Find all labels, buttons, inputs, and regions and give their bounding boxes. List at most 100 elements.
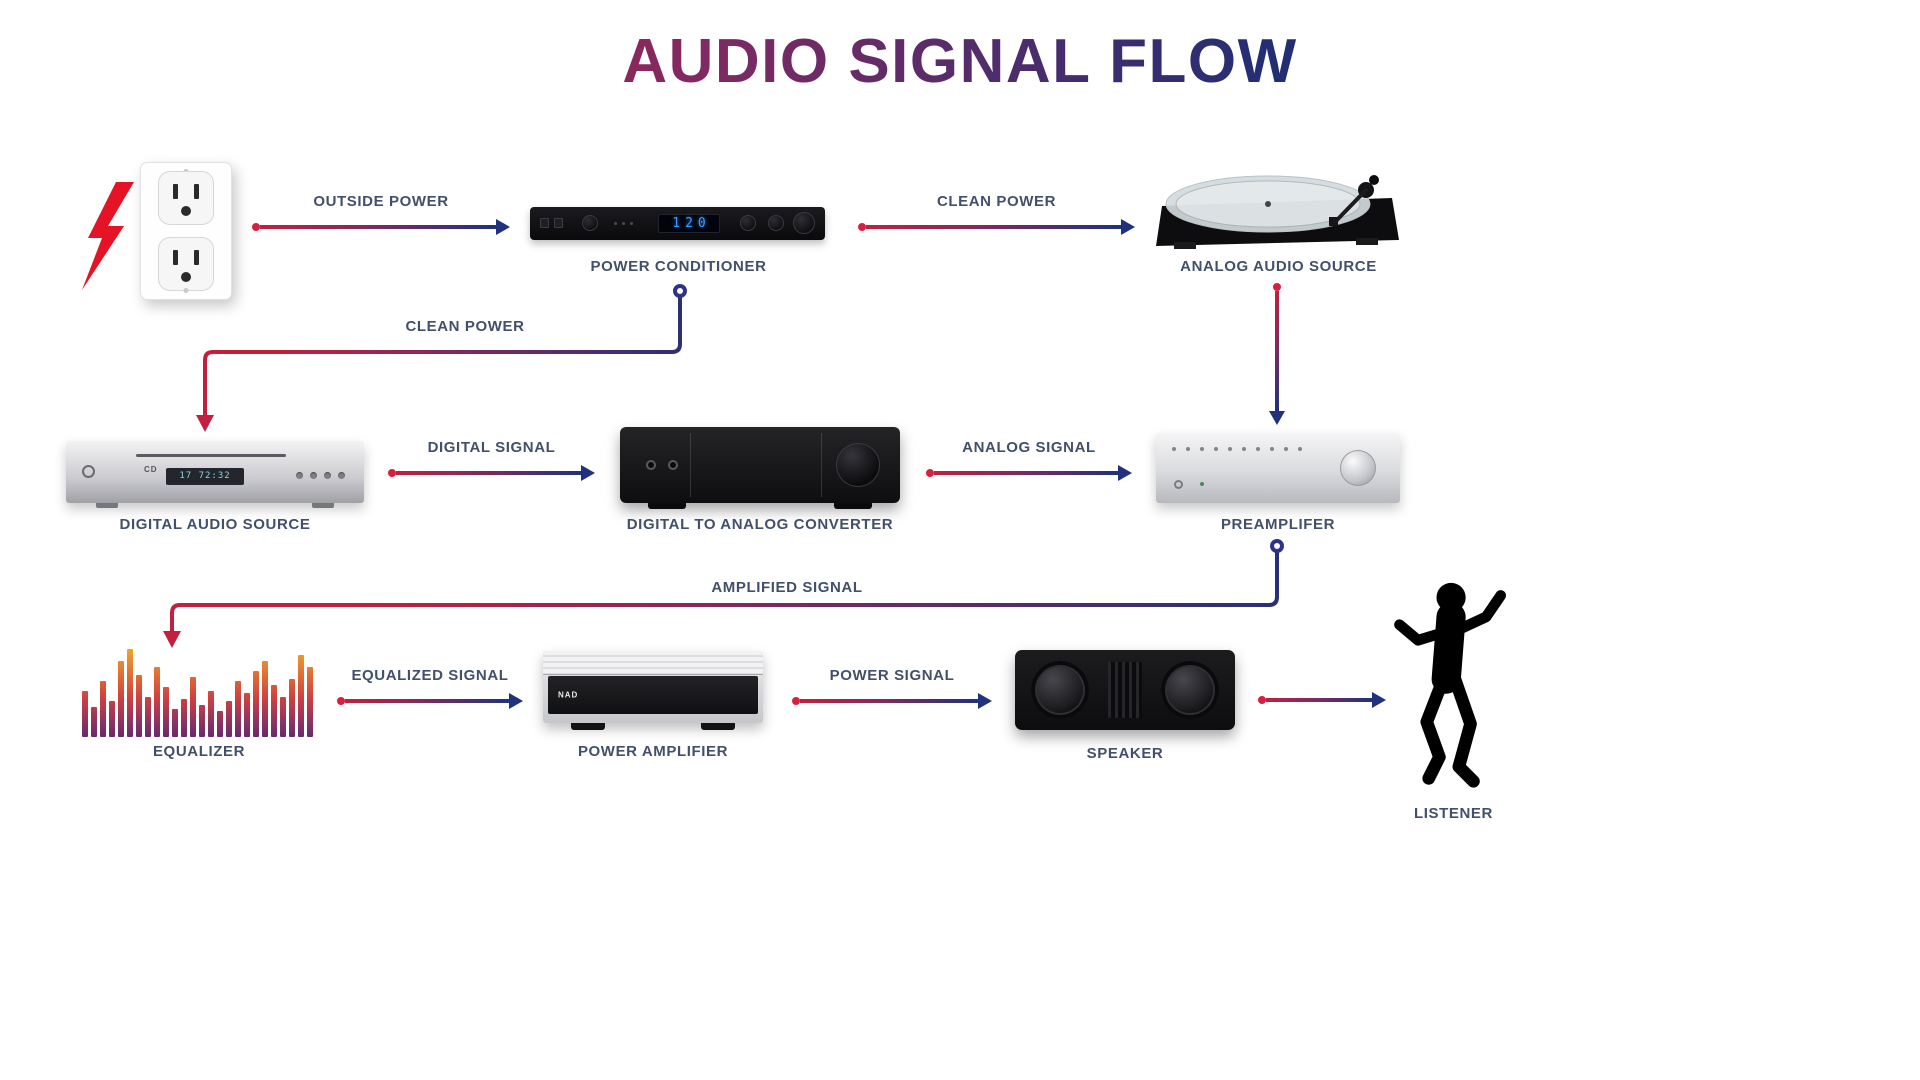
headphone-jack <box>668 460 678 470</box>
device-foot <box>701 723 735 730</box>
cd-button <box>296 472 303 479</box>
connector-label: AMPLIFIED SIGNAL <box>711 579 863 596</box>
conditioner-main-knob <box>793 212 815 234</box>
listener-left-arm <box>1394 619 1449 646</box>
cd-button <box>324 472 331 479</box>
equalizer-bar <box>82 691 88 737</box>
device-foot <box>648 503 686 509</box>
arrow-start-ring <box>926 469 934 477</box>
connector-amplified-signal <box>163 539 1284 648</box>
equalizer-bar <box>307 667 313 737</box>
equalizer-bar <box>109 701 115 737</box>
connector-clean-power-top: CLEAN POWER <box>858 193 1135 235</box>
conditioner-led <box>614 222 617 225</box>
equalizer-bars <box>82 649 316 737</box>
amp-front-panel: NAD <box>548 676 758 714</box>
connector-outside-power: OUTSIDE POWER <box>252 193 510 235</box>
speaker-woofer <box>1031 661 1089 719</box>
arrow-line <box>934 471 1118 475</box>
equalizer-bar <box>91 707 97 737</box>
equalizer-bar <box>280 697 286 737</box>
voltage-display: 120 <box>658 214 720 233</box>
outlet-ground-hole <box>181 272 191 282</box>
arrow-line <box>260 225 496 229</box>
device-foot <box>96 503 118 508</box>
panel-seam <box>690 433 691 497</box>
turntable-device <box>1156 175 1399 249</box>
connector-label: CLEAN POWER <box>936 193 1057 210</box>
arrow-start-ring <box>1273 283 1281 291</box>
volume-knob <box>836 443 880 487</box>
outlet-slot <box>194 184 199 199</box>
connector-clean-power-mid <box>196 284 687 432</box>
equalizer-bar <box>181 699 187 737</box>
cd-slot <box>136 454 286 457</box>
arrow-start-ring <box>792 697 800 705</box>
digital-audio-source-label: DIGITAL AUDIO SOURCE <box>119 516 311 533</box>
cd-button <box>338 472 345 479</box>
listener-right-leg <box>1448 672 1480 788</box>
connector-line <box>203 297 682 416</box>
arrow <box>388 465 595 481</box>
conditioner-outlet <box>554 218 563 228</box>
connector-start-ring <box>1270 539 1284 553</box>
listener-right-arm <box>1455 590 1507 634</box>
arrowhead-down-icon <box>1269 411 1285 425</box>
control-buttons-row <box>1172 447 1302 451</box>
headphone-jack <box>1174 480 1183 489</box>
power-led <box>1200 482 1204 486</box>
tonearm <box>1334 188 1368 223</box>
connector-start-ring <box>673 284 687 298</box>
arrow-line <box>1266 698 1372 702</box>
turntable-foot <box>1174 242 1196 249</box>
equalizer-bar <box>244 693 250 737</box>
connector-power-signal: POWER SIGNAL <box>792 667 992 709</box>
equalizer-bar <box>226 701 232 737</box>
outlet-ground-hole <box>181 206 191 216</box>
listener-silhouette <box>1394 582 1507 788</box>
power-conditioner-label: POWER CONDITIONER <box>590 258 767 275</box>
arrow-start-ring <box>337 697 345 705</box>
cd-button <box>310 472 317 479</box>
listener-label: LISTENER <box>1414 805 1493 822</box>
equalizer-bar <box>253 671 259 737</box>
equalizer-bar <box>154 667 160 737</box>
power-amplifier-label: POWER AMPLIFIER <box>577 743 729 760</box>
arrowhead-right-icon <box>509 693 523 709</box>
arrowhead-right-icon <box>496 219 510 235</box>
connector-label: OUTSIDE POWER <box>313 193 449 210</box>
power-button <box>82 465 95 478</box>
arrow-line <box>866 225 1121 229</box>
outlet-slot <box>173 184 178 199</box>
turntable-spindle <box>1265 201 1271 207</box>
listener-torso <box>1431 602 1466 694</box>
conditioner-outlet <box>540 218 549 228</box>
equalizer-bar <box>235 681 241 737</box>
equalizer-bar <box>199 705 205 737</box>
connector-equalized-signal: EQUALIZED SIGNAL <box>337 667 523 709</box>
voltage-value: 120 <box>672 216 711 231</box>
connector-analog-source-to-preamp <box>1269 283 1285 425</box>
arrow <box>792 693 992 709</box>
arrowhead-right-icon <box>1372 692 1386 708</box>
arrow-line <box>396 471 581 475</box>
power-conditioner-device: 120 <box>530 207 825 240</box>
connector-label: CLEAN POWER <box>405 318 525 335</box>
equalizer-bar <box>127 649 133 737</box>
lightning-bolt-icon <box>82 182 134 290</box>
arrow-start-ring <box>858 223 866 231</box>
preamplifier-label: PREAMPLIFER <box>1220 516 1336 533</box>
equalizer-bar <box>271 685 277 737</box>
connector-label: DIGITAL SIGNAL <box>427 439 556 456</box>
connector-line <box>170 552 1279 632</box>
tonearm-counterweight <box>1369 175 1379 185</box>
equalizer-bar <box>172 709 178 737</box>
speaker-woofer <box>1161 661 1219 719</box>
arrow-line <box>1275 291 1279 411</box>
cd-logo: CD <box>144 465 158 474</box>
arrowhead-right-icon <box>581 465 595 481</box>
arrowhead-down-icon <box>196 415 214 432</box>
equalizer-bar <box>136 675 142 737</box>
analog-audio-source-label: ANALOG AUDIO SOURCE <box>1180 258 1377 275</box>
dac-device <box>620 427 900 509</box>
